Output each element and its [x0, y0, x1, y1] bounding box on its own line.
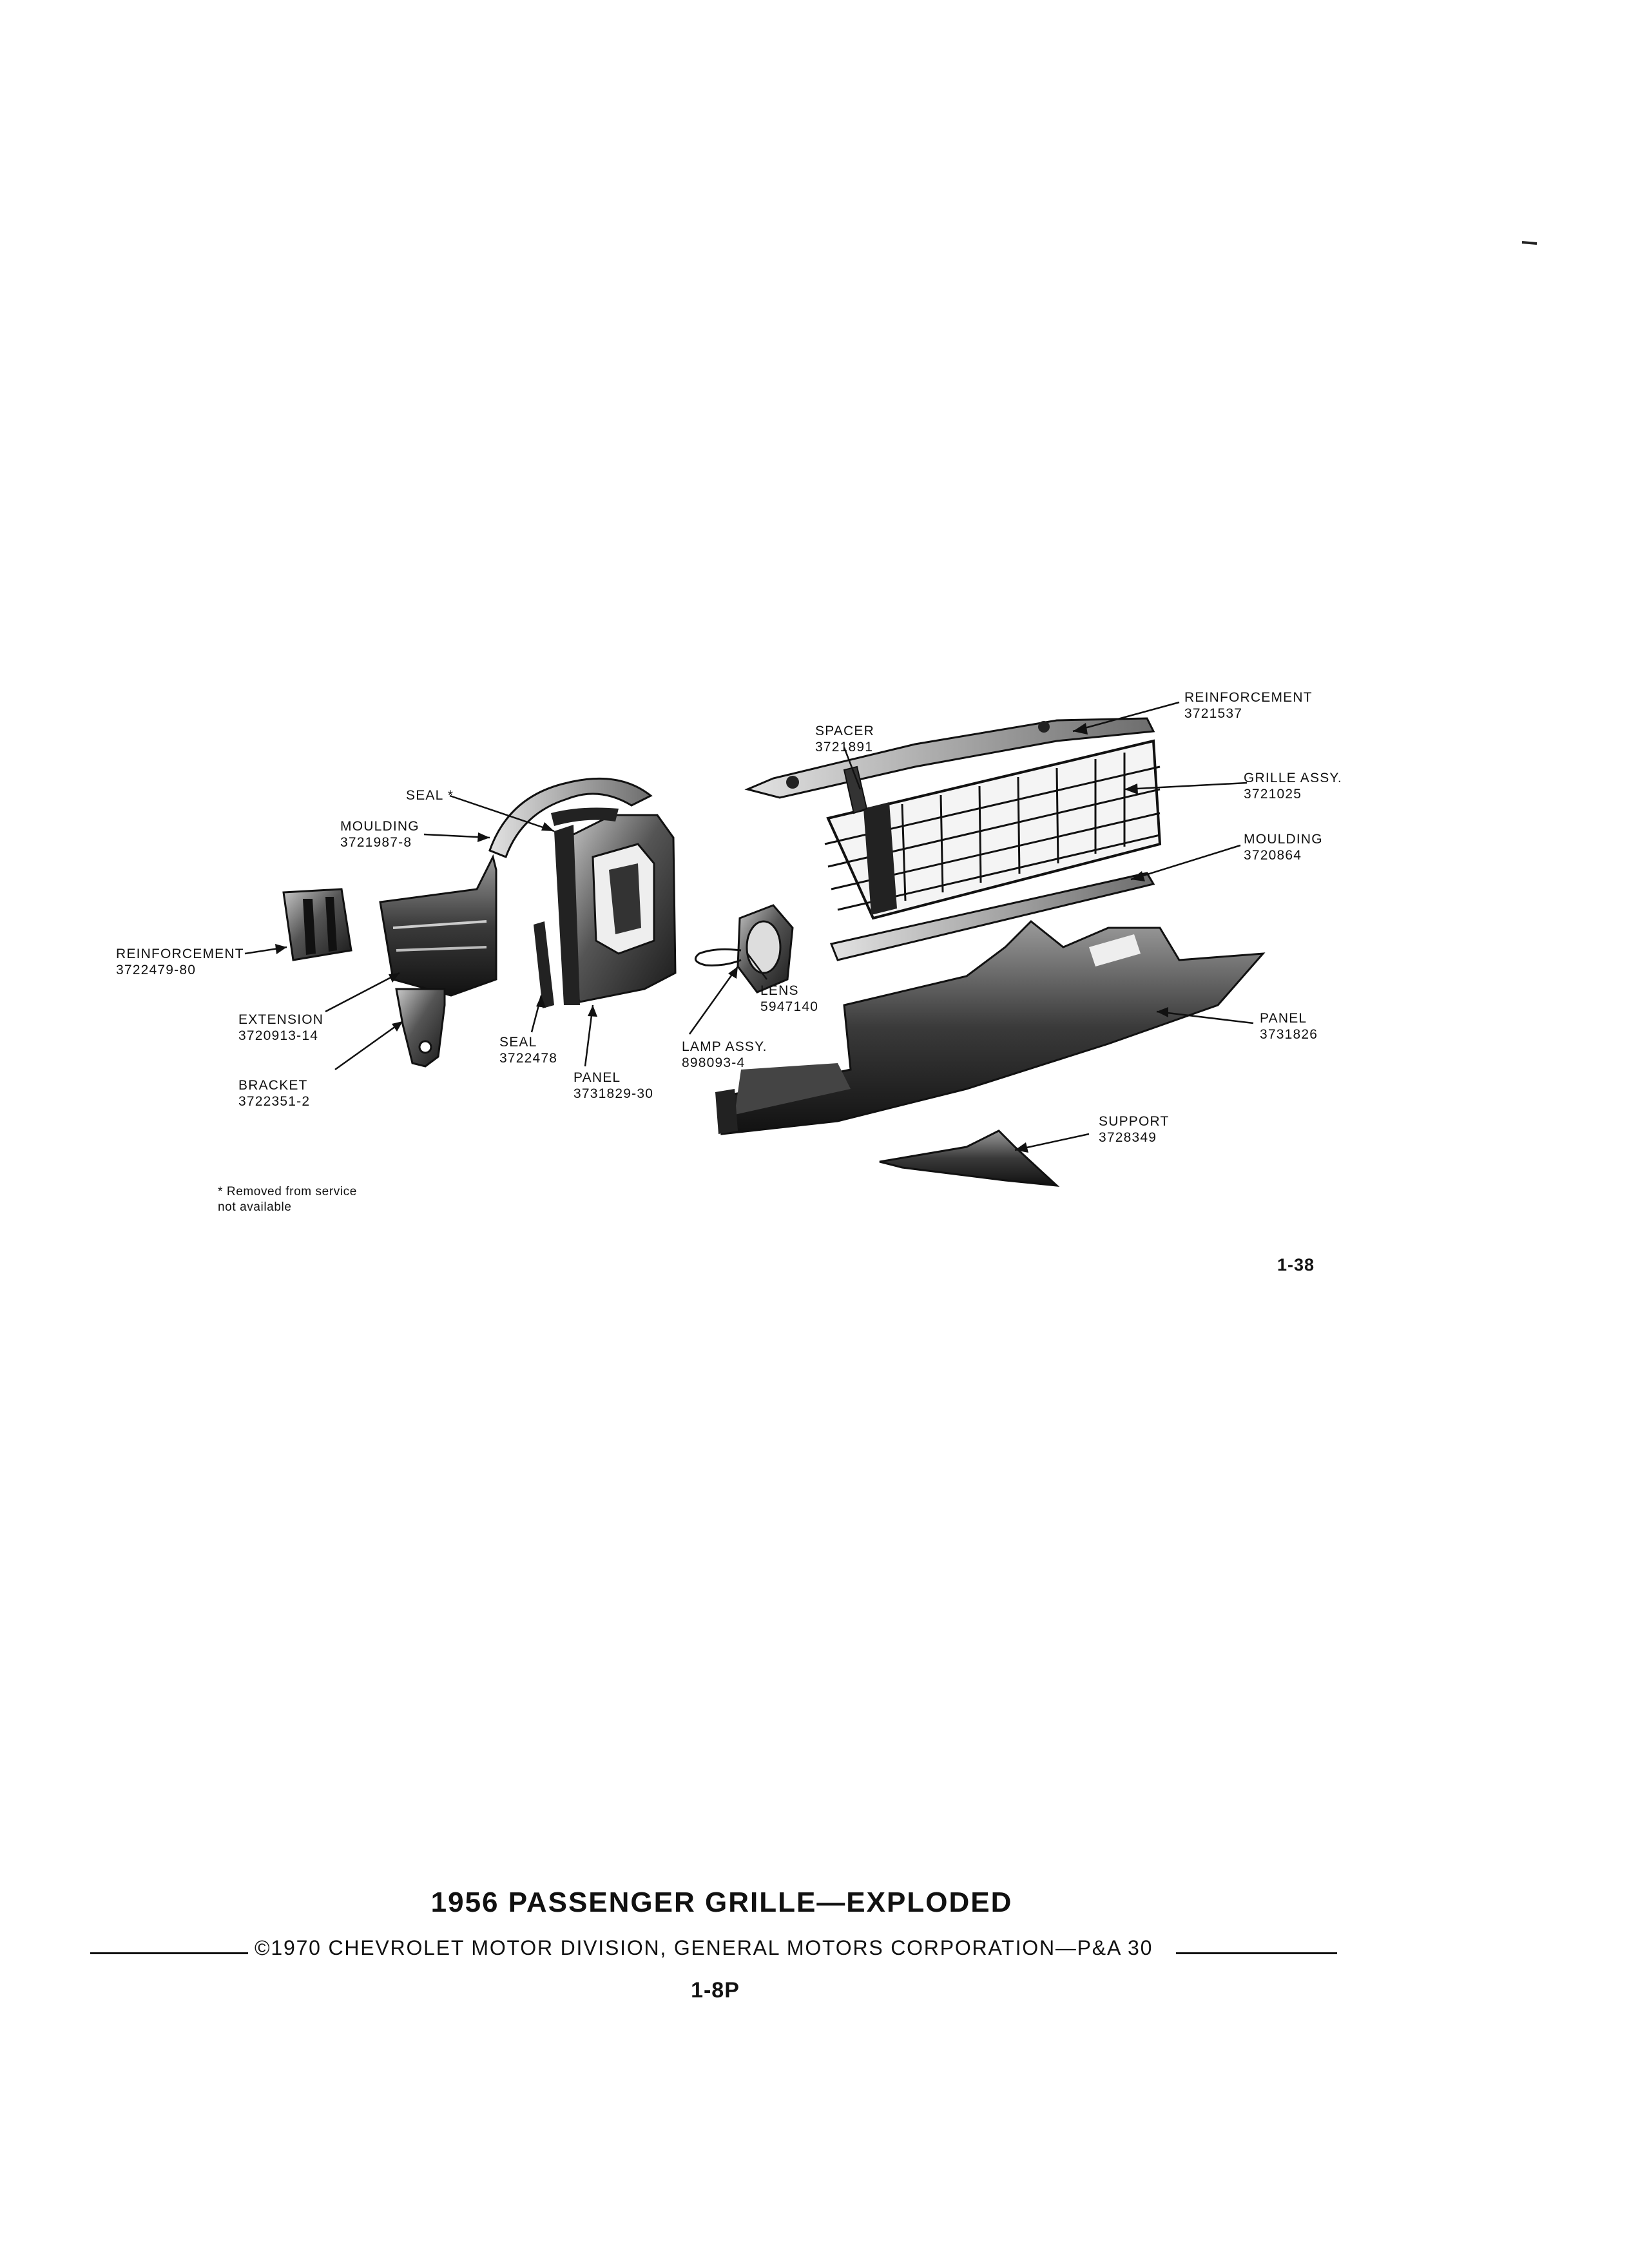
scan-mark — [1521, 241, 1537, 245]
figure-number: 1-38 — [1277, 1255, 1315, 1274]
leader-lens — [747, 953, 767, 980]
label-moulding-right: MOULDING 3720864 — [1244, 832, 1323, 863]
leader-reinforcement-top — [1072, 701, 1180, 733]
page-number: 1-8P — [691, 1978, 740, 2003]
lamp-assembly-part — [694, 904, 794, 994]
label-moulding-left: MOULDING 3721987-8 — [340, 819, 419, 850]
rule-left — [90, 1952, 248, 1954]
label-lens: LENS 5947140 — [760, 983, 819, 1014]
leader-panel-right — [1156, 1010, 1254, 1024]
leader-extension — [325, 972, 400, 1013]
label-seal-bottom: SEAL 3722478 — [499, 1035, 558, 1066]
extension-part — [379, 854, 497, 997]
grille-assembly-part — [824, 739, 1162, 920]
copyright-text: ©1970 CHEVROLET MOTOR DIVISION, GENERAL … — [255, 1936, 1153, 1959]
moulding-right-part — [829, 872, 1155, 961]
label-reinforcement-left: REINFORCEMENT 3722479-80 — [116, 947, 244, 977]
label-lamp-assy: LAMP ASSY. 898093-4 — [682, 1039, 767, 1070]
label-spacer: SPACER 3721891 — [815, 724, 874, 754]
reinforcement-left-part — [282, 888, 352, 961]
moulding-left-part — [488, 777, 653, 858]
leader-support — [1014, 1133, 1090, 1151]
page-title: 1956 PASSENGER GRILLE—EXPLODED — [430, 1887, 1013, 1918]
seal-bottom-part — [534, 921, 554, 1008]
label-reinforcement-top: REINFORCEMENT 3721537 — [1184, 690, 1313, 721]
leader-moulding-right — [1130, 844, 1241, 881]
rule-right — [1176, 1952, 1337, 1954]
leader-bracket — [334, 1020, 403, 1071]
label-bracket: BRACKET 3722351-2 — [238, 1078, 311, 1109]
bracket-part — [395, 988, 446, 1068]
label-seal-top: SEAL * — [406, 788, 454, 803]
panel-left-part — [554, 814, 677, 1005]
panel-right-part — [715, 919, 1266, 1135]
label-support: SUPPORT 3728349 — [1099, 1114, 1170, 1145]
label-extension: EXTENSION 3720913-14 — [238, 1012, 324, 1043]
label-panel-right: PANEL 3731826 — [1260, 1011, 1318, 1042]
label-panel-left: PANEL 3731829-30 — [574, 1070, 654, 1101]
leader-grille-assy — [1124, 782, 1248, 791]
support-part — [879, 1129, 1060, 1187]
label-grille-assy: GRILLE ASSY. 3721025 — [1244, 771, 1342, 802]
footnote: * Removed from service not available — [218, 1185, 357, 1214]
copyright-line: ©1970 CHEVROLET MOTOR DIVISION, GENERAL … — [90, 1936, 1337, 1968]
leader-seal-top — [449, 794, 555, 832]
leader-lamp-assy — [688, 966, 739, 1035]
leader-spacer — [843, 747, 862, 790]
